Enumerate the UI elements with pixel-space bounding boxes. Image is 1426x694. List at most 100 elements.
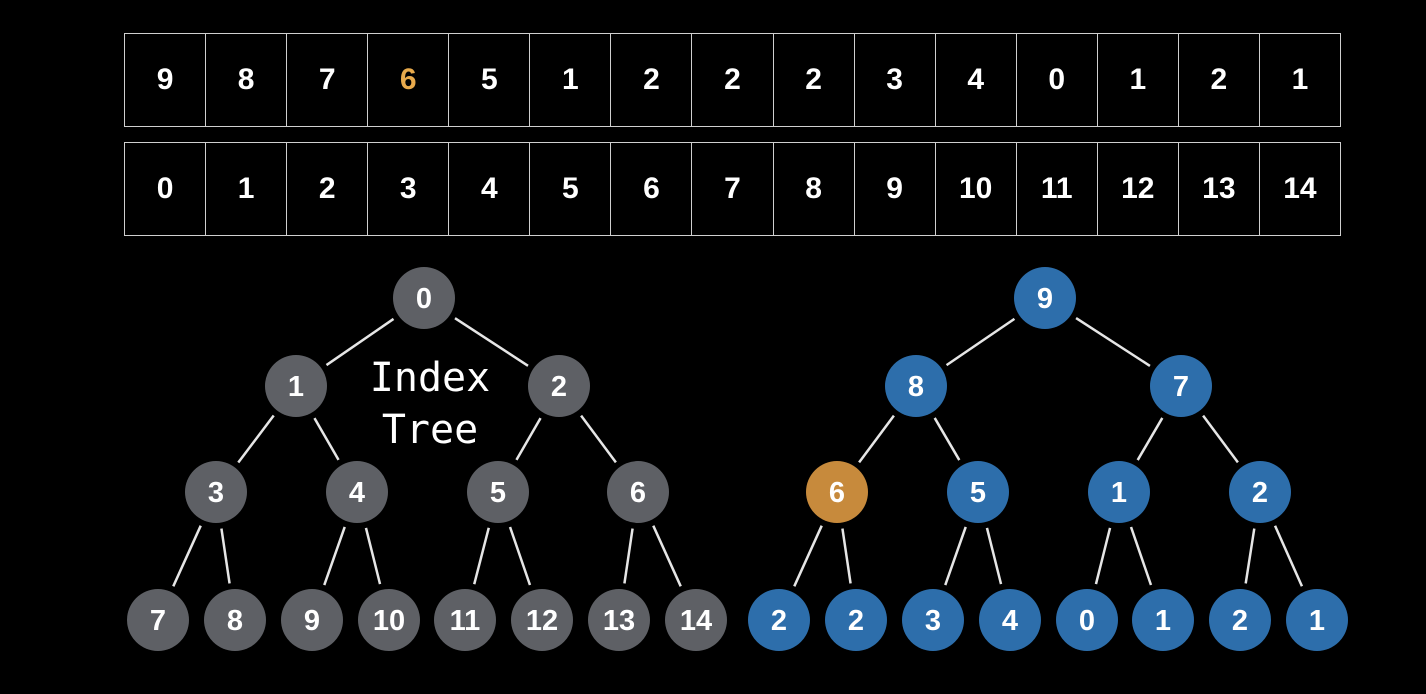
value-tree-edge <box>1136 417 1164 461</box>
value-tree-node-label: 2 <box>1232 605 1248 637</box>
value-tree-node-circle <box>1229 461 1291 523</box>
value-tree-node-circle <box>1088 461 1150 523</box>
value-tree-node: 1 <box>1132 589 1194 651</box>
value-tree-node-label: 9 <box>1037 283 1053 315</box>
value-tree-node-label: 3 <box>925 605 941 637</box>
indices-cell: 10 <box>936 143 1017 235</box>
indices-cell: 11 <box>1017 143 1098 235</box>
value-tree-node-circle <box>748 589 810 651</box>
index-tree-node-circle <box>326 461 388 523</box>
values-cell: 1 <box>1098 34 1179 126</box>
indices-cell: 4 <box>449 143 531 235</box>
value-tree-edge <box>1129 526 1153 586</box>
value-tree-node-label: 6 <box>829 477 845 509</box>
values-cell: 6 <box>368 34 450 126</box>
index-tree-node: 2 <box>528 355 590 417</box>
value-tree-node-circle <box>885 355 947 417</box>
index-tree-node-label: 1 <box>288 371 304 403</box>
index-tree-node-circle <box>265 355 327 417</box>
index-tree-node-label: 13 <box>603 605 635 637</box>
value-tree-edge <box>985 527 1003 585</box>
values-cell: 0 <box>1017 34 1098 126</box>
value-tree-node: 7 <box>1150 355 1212 417</box>
index-tree-node-label: 6 <box>630 477 646 509</box>
value-tree-node: 4 <box>979 589 1041 651</box>
values-cell: 2 <box>692 34 774 126</box>
index-tree-node-circle <box>127 589 189 651</box>
index-tree-node-circle <box>281 589 343 651</box>
value-tree-edge <box>1075 317 1151 367</box>
index-tree-node-label: 9 <box>304 605 320 637</box>
values-cell: 2 <box>1179 34 1260 126</box>
value-tree-node-circle <box>947 461 1009 523</box>
index-tree-title-line2: Tree <box>382 407 478 453</box>
value-tree-node-label: 8 <box>908 371 924 403</box>
value-tree-node: 8 <box>885 355 947 417</box>
index-tree-node-label: 4 <box>349 477 365 509</box>
indices-cell: 8 <box>774 143 855 235</box>
value-tree-node-circle <box>902 589 964 651</box>
index-tree-node-label: 10 <box>373 605 405 637</box>
index-tree-edge <box>364 527 382 585</box>
value-tree-node: 2 <box>1209 589 1271 651</box>
value-tree-edge <box>1094 527 1112 585</box>
index-tree-node-circle <box>358 589 420 651</box>
indices-cell: 7 <box>692 143 774 235</box>
index-tree-node-label: 14 <box>680 605 712 637</box>
index-tree-edge <box>652 525 682 587</box>
index-tree-edge <box>237 414 275 464</box>
index-tree-node: 6 <box>607 461 669 523</box>
index-tree-node-circle <box>393 267 455 329</box>
indices-cell: 5 <box>530 143 612 235</box>
value-tree-edge <box>933 417 961 461</box>
indices-cell: 3 <box>368 143 450 235</box>
value-tree-node-circle <box>806 461 868 523</box>
values-cell: 1 <box>530 34 612 126</box>
index-tree-node-circle <box>434 589 496 651</box>
index-tree-edge <box>508 526 532 586</box>
value-tree-node-circle <box>1014 267 1076 329</box>
index-tree-node: 0 <box>393 267 455 329</box>
value-tree-node-label: 0 <box>1079 605 1095 637</box>
index-tree-edge <box>313 417 340 461</box>
index-tree-node-label: 3 <box>208 477 224 509</box>
value-tree-node-circle <box>1056 589 1118 651</box>
value-tree-node-circle <box>1286 589 1348 651</box>
index-tree-edge <box>220 528 231 584</box>
value-tree-node-circle <box>1209 589 1271 651</box>
index-tree-node-circle <box>511 589 573 651</box>
values-cell: 5 <box>449 34 531 126</box>
index-tree-edge <box>623 528 634 584</box>
value-tree-edge <box>1273 525 1304 587</box>
value-tree-node-circle <box>979 589 1041 651</box>
values-cell: 2 <box>611 34 693 126</box>
index-tree-node: 14 <box>665 589 727 651</box>
index-tree-node-label: 8 <box>227 605 243 637</box>
index-tree-node-label: 11 <box>450 605 481 637</box>
index-tree-node: 3 <box>185 461 247 523</box>
indices-cell: 1 <box>206 143 288 235</box>
index-tree-edge <box>473 527 490 585</box>
value-tree-node: 2 <box>1229 461 1291 523</box>
value-tree-node: 1 <box>1088 461 1150 523</box>
index-tree-edge <box>172 525 202 587</box>
indices-cell: 0 <box>125 143 207 235</box>
index-tree-edge <box>323 526 346 586</box>
index-tree-node-label: 7 <box>150 605 166 637</box>
values-cell: 9 <box>125 34 207 126</box>
value-tree-edge <box>793 525 823 587</box>
index-tree-node: 7 <box>127 589 189 651</box>
index-tree-node: 12 <box>511 589 573 651</box>
indices-cell: 2 <box>287 143 369 235</box>
value-tree-node: 3 <box>902 589 964 651</box>
values-cell: 7 <box>287 34 369 126</box>
value-tree-node: 9 <box>1014 267 1076 329</box>
values-cell: 3 <box>855 34 936 126</box>
value-tree-node-label: 5 <box>970 477 986 509</box>
value-tree-node-label: 2 <box>771 605 787 637</box>
value-tree-node-label: 7 <box>1173 371 1189 403</box>
index-tree-node-circle <box>588 589 650 651</box>
value-tree-edge <box>1244 528 1256 584</box>
index-tree-node-circle <box>185 461 247 523</box>
values-cell: 1 <box>1291 63 1309 96</box>
